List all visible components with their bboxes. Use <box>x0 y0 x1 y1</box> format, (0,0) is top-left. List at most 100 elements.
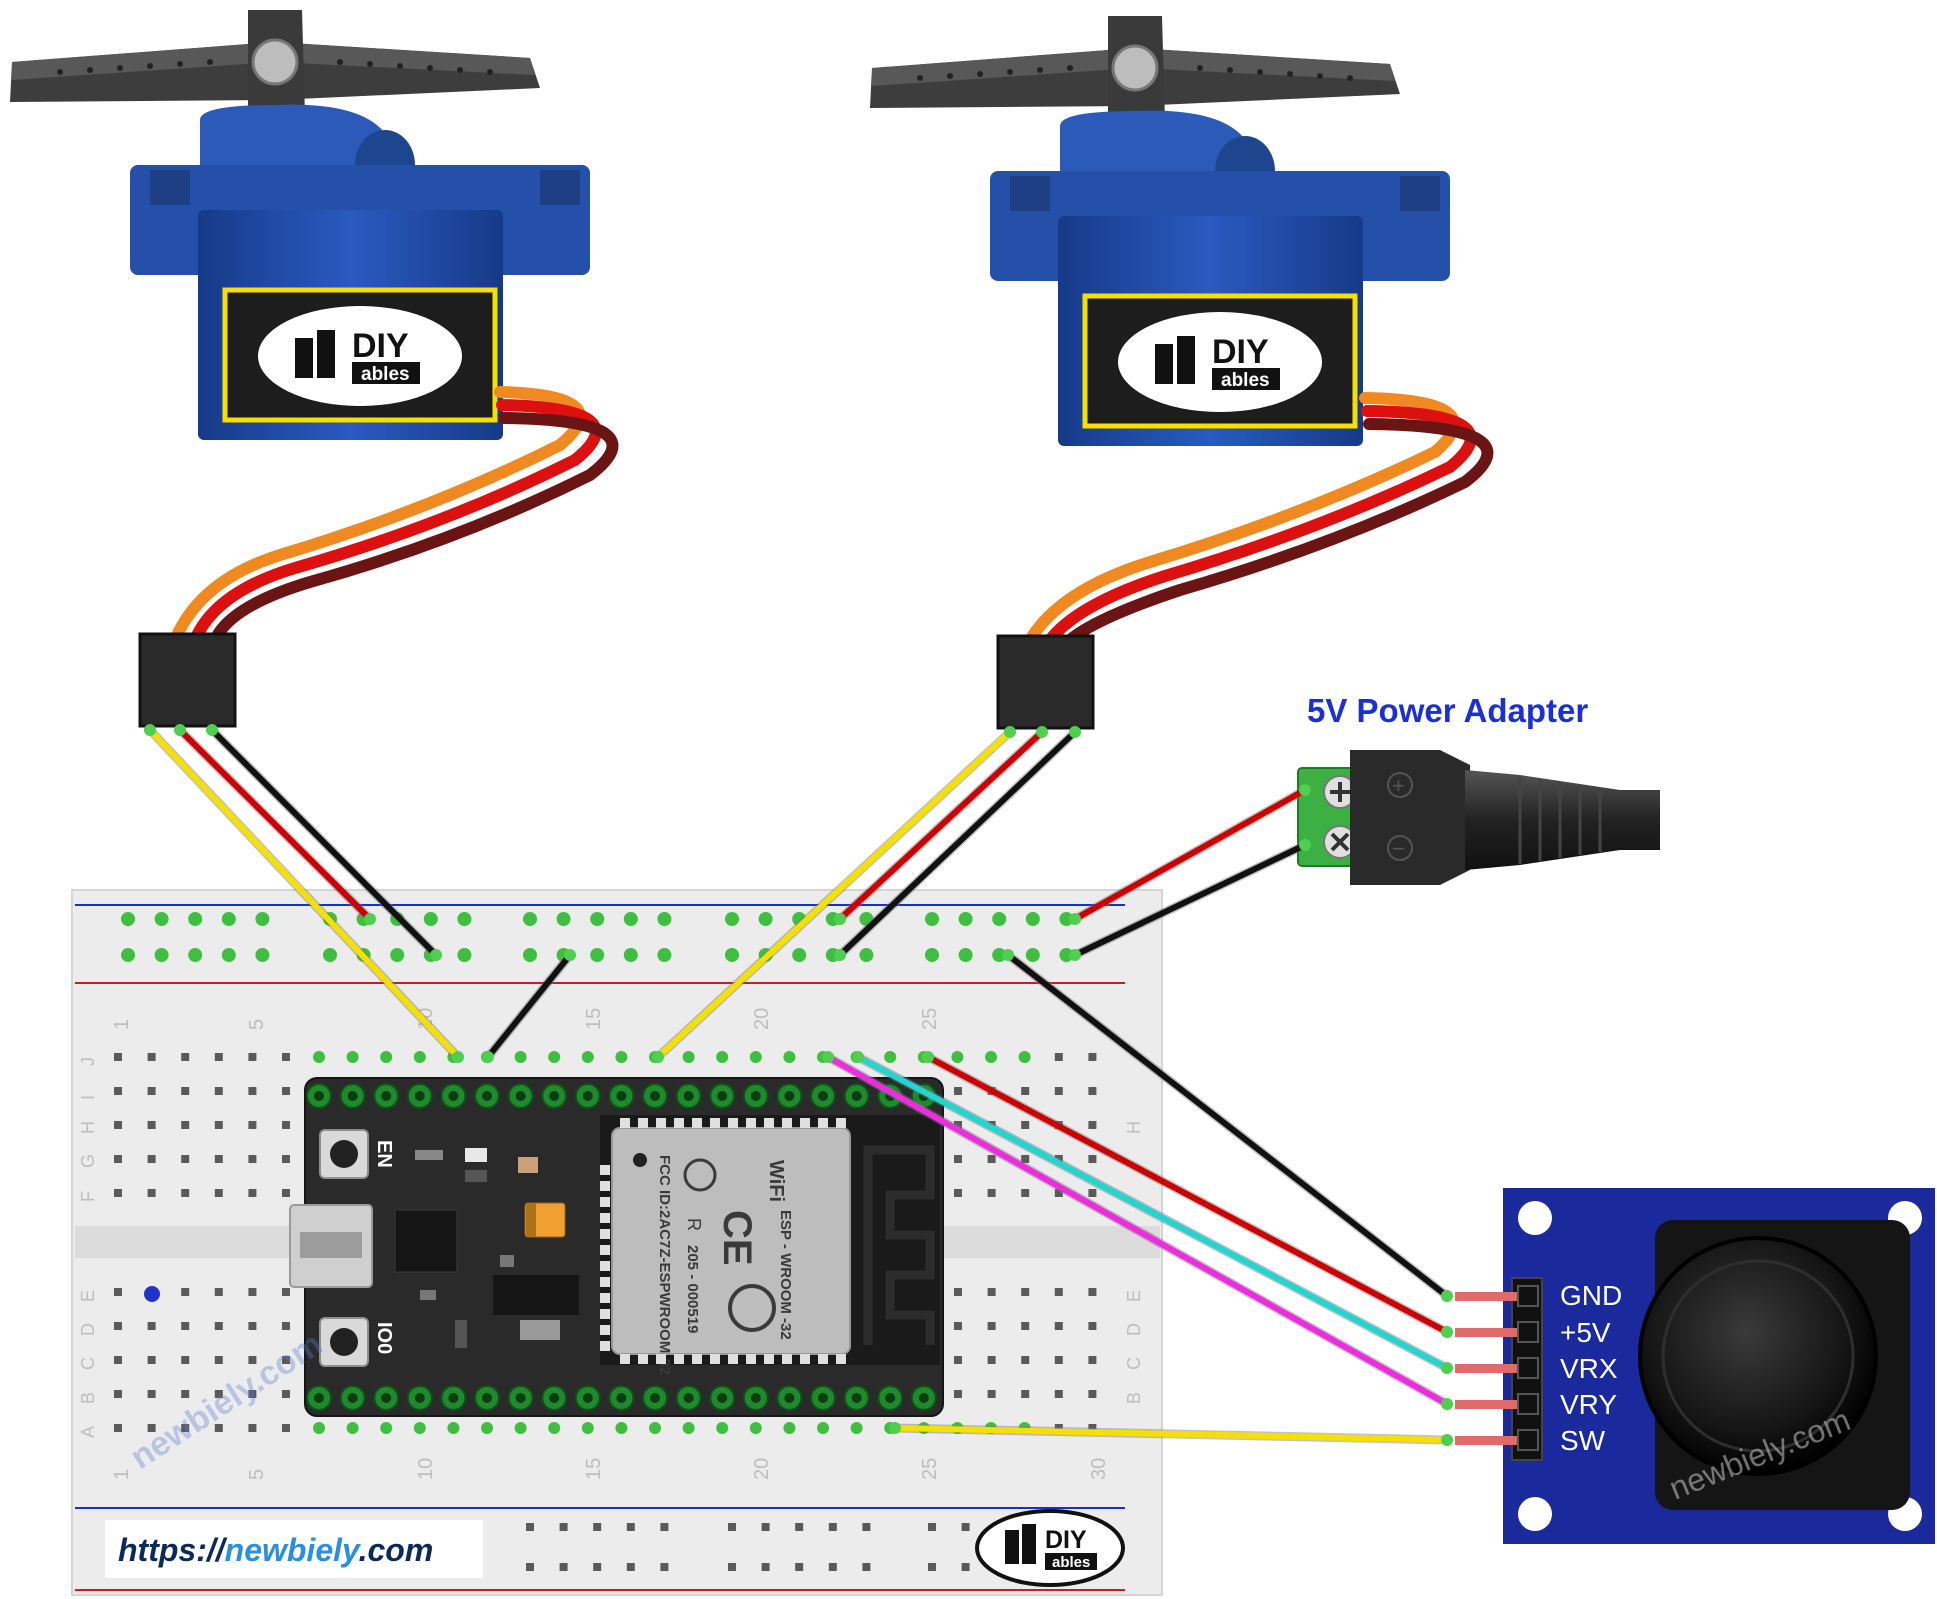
joystick-knob[interactable] <box>1638 1236 1878 1476</box>
rail-hole <box>992 912 1007 926</box>
rail-hole <box>154 912 169 926</box>
antenna <box>863 1145 935 1345</box>
row-letter: J <box>78 1057 98 1066</box>
breadboard-hole <box>248 1390 257 1398</box>
pin-label-sw: SW <box>1560 1425 1606 1456</box>
rail-hole <box>1025 948 1040 962</box>
breadboard-hole <box>1021 1087 1030 1095</box>
footer-url[interactable]: https://newbiely.com <box>118 1532 433 1568</box>
rail-hole <box>390 948 405 962</box>
breadboard-hole <box>181 1390 190 1398</box>
breadboard-hole-used <box>749 1051 762 1063</box>
wire-end <box>452 1051 464 1063</box>
breadboard-hole <box>1054 1087 1063 1095</box>
wifi-logo: WiFi <box>765 1160 787 1202</box>
breadboard-hole <box>954 1356 962 1364</box>
wire-end <box>922 1051 934 1063</box>
module-fcc-id: FCC ID:2AC7Z-ESPWROOM-32 <box>656 1155 673 1375</box>
breadboard-hole-used <box>951 1051 964 1063</box>
breadboard-hole <box>1088 1053 1097 1061</box>
rail-hole <box>961 1563 970 1571</box>
breadboard-hole <box>1021 1390 1030 1398</box>
rail-hole <box>795 1523 804 1531</box>
row-letter: I <box>78 1095 98 1100</box>
rail-hole <box>660 1523 669 1531</box>
breadboard-hole <box>987 1390 996 1398</box>
breadboard-hole <box>147 1390 156 1398</box>
marker-dot <box>144 1286 160 1302</box>
rail-hole <box>660 1563 669 1571</box>
footer: https://newbiely.com DIY ables <box>105 1509 1125 1587</box>
breadboard-hole <box>1088 1189 1097 1197</box>
breadboard-hole-used <box>1018 1051 1031 1063</box>
module-name: ESP - WROOM -32 <box>777 1210 794 1340</box>
rail-hole <box>593 1563 602 1571</box>
rail-hole <box>559 1563 568 1571</box>
breadboard-hole <box>954 1288 962 1296</box>
rail-hole <box>590 948 605 962</box>
io0-label: IO0 <box>373 1322 395 1354</box>
rail-hole <box>657 948 672 962</box>
rail-hole <box>255 948 270 962</box>
wire-end <box>174 724 186 736</box>
rail-hole <box>1025 912 1040 926</box>
servo-1-connector <box>138 632 237 728</box>
breadboard-hole <box>181 1424 190 1432</box>
breadboard-hole <box>248 1053 257 1061</box>
wire-end <box>1299 839 1311 851</box>
wire <box>892 1425 1450 1443</box>
rail-hole <box>221 948 236 962</box>
rail-hole <box>457 948 472 962</box>
breadboard-hole-used <box>850 1422 863 1434</box>
wire-end <box>1299 784 1311 796</box>
breadboard-hole <box>1088 1288 1097 1296</box>
wire-end <box>1441 1290 1453 1302</box>
rail-hole <box>121 948 135 962</box>
esp32-pins-bottom <box>306 1385 937 1411</box>
breadboard-hole-used <box>514 1422 527 1434</box>
wire-end <box>1002 949 1014 961</box>
breadboard-hole <box>181 1087 190 1095</box>
rail-hole <box>323 948 337 962</box>
breadboard-hole <box>1088 1155 1097 1163</box>
breadboard-hole-used <box>615 1422 628 1434</box>
rail-hole <box>928 1563 936 1571</box>
rail-hole <box>626 1563 635 1571</box>
row-letter: C <box>1124 1357 1144 1370</box>
esp-wroom-32-module: FCC ID:2AC7Z-ESPWROOM-32 205 - 000519 ES… <box>600 1115 940 1375</box>
wire-end <box>364 913 376 925</box>
col-number: 10 <box>415 1458 437 1480</box>
servo-brand-top: DIY <box>1212 333 1269 371</box>
rail-hole <box>1059 948 1074 962</box>
servo-2-connector <box>996 634 1095 730</box>
breadboard-hole <box>147 1155 156 1163</box>
rail-hole <box>457 912 472 926</box>
rail-hole <box>992 948 1007 962</box>
breadboard-hole-used <box>682 1422 695 1434</box>
wire-end <box>144 724 156 736</box>
espressif-logo <box>728 1284 776 1332</box>
breadboard-hole-used <box>682 1051 695 1063</box>
rail-hole <box>657 912 672 926</box>
breadboard-hole <box>1088 1424 1097 1432</box>
breadboard-hole-used <box>783 1051 796 1063</box>
wire <box>855 1054 1450 1371</box>
wire <box>485 952 573 1060</box>
wire-end <box>1069 949 1081 961</box>
module-serial: 205 - 000519 <box>684 1245 701 1333</box>
wire-end <box>889 1422 901 1434</box>
breadboard-hole <box>1021 1121 1030 1129</box>
wire-end <box>1004 726 1016 738</box>
breadboard-hole <box>954 1087 962 1095</box>
esp32-pins-top <box>306 1083 937 1109</box>
rail-hole <box>862 1523 871 1531</box>
breadboard-hole <box>282 1121 290 1129</box>
breadboard-hole-used <box>481 1422 493 1434</box>
wire-end <box>430 949 442 961</box>
row-letter: E <box>1124 1290 1144 1302</box>
breadboard-hole-used <box>413 1051 426 1063</box>
breadboard-hole <box>114 1356 122 1364</box>
rail-hole <box>725 948 739 962</box>
url-suffix: .com <box>359 1532 434 1568</box>
row-letter: B <box>1124 1392 1144 1404</box>
